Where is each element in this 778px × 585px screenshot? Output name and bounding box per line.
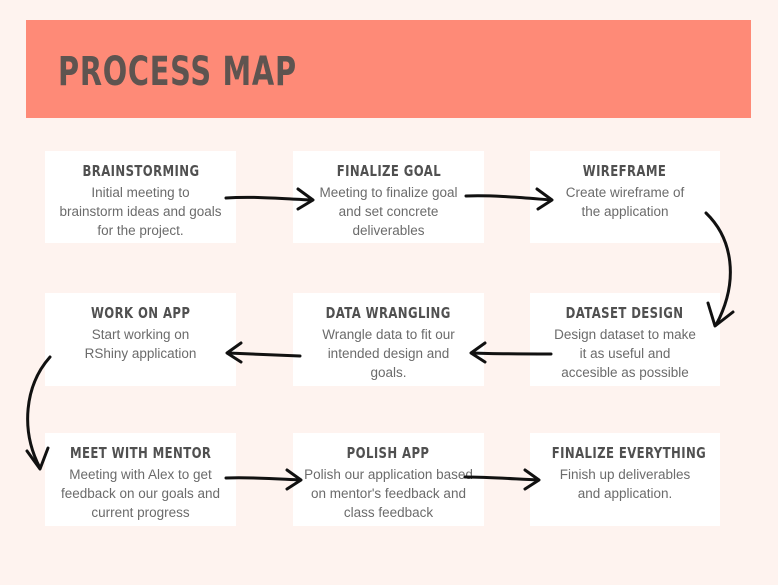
step-title: WIREFRAME (583, 162, 667, 180)
step-description: Finish up deliverables and application. (559, 467, 691, 501)
step-description: Meeting to finalize goal and set concret… (319, 185, 458, 238)
step-title: POLISH APP (347, 444, 430, 462)
step-card-brainstorming: BRAINSTORMING Initial meeting to brainst… (45, 151, 236, 243)
step-card-work-on-app: WORK ON APP Start working on RShiny appl… (45, 293, 236, 386)
arrow-left-icon (225, 341, 302, 364)
step-card-wireframe: WIREFRAME Create wireframe of the applic… (530, 151, 720, 243)
step-description: Design dataset to make it as useful and … (554, 327, 696, 380)
title-banner: PROCESS MAP (26, 20, 751, 118)
step-card-polish-app: POLISH APP Polish our application based … (293, 433, 484, 526)
step-card-dataset-design: DATASET DESIGN Design dataset to make it… (530, 293, 720, 386)
step-card-data-wrangling: DATA WRANGLING Wrangle data to fit our i… (293, 293, 484, 386)
step-title: FINALIZE EVERYTHING (551, 444, 707, 462)
step-card-meet-with-mentor: MEET WITH MENTOR Meeting with Alex to ge… (45, 433, 236, 526)
step-title: DATASET DESIGN (566, 304, 684, 322)
step-card-finalize-everything: FINALIZE EVERYTHING Finish up deliverabl… (530, 433, 720, 526)
step-title: BRAINSTORMING (82, 162, 199, 180)
step-title: WORK ON APP (90, 304, 191, 322)
step-description: Meeting with Alex to get feedback on our… (60, 467, 221, 520)
page-title: PROCESS MAP (58, 49, 297, 95)
step-description: Polish our application based on mentor's… (304, 467, 473, 520)
step-description: Wrangle data to fit our intended design … (322, 327, 455, 380)
step-description: Start working on RShiny application (84, 327, 197, 361)
step-card-finalize-goal: FINALIZE GOAL Meeting to finalize goal a… (293, 151, 484, 243)
step-title: MEET WITH MENTOR (69, 444, 212, 462)
step-title: DATA WRANGLING (325, 304, 452, 322)
step-title: FINALIZE GOAL (336, 162, 441, 180)
arrow-right-icon (224, 468, 303, 491)
step-description: Initial meeting to brainstorm ideas and … (59, 185, 222, 238)
step-description: Create wireframe of the application (565, 185, 685, 219)
